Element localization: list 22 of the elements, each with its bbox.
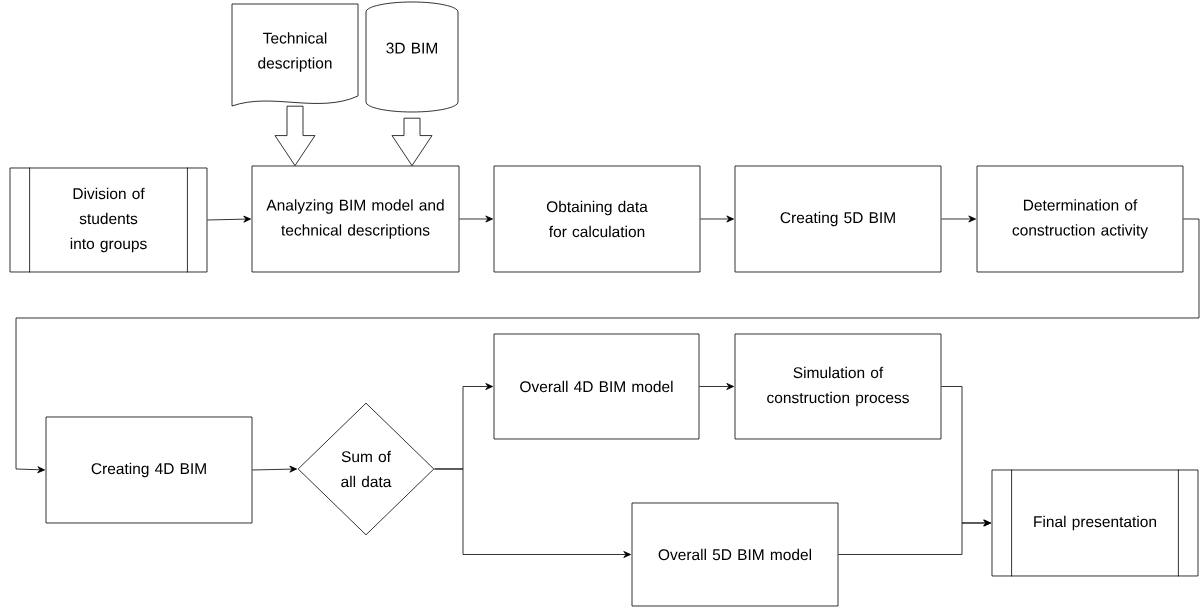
arrow [700, 215, 734, 223]
process-box: Creating 5D BIM [734, 165, 942, 273]
process-box: Overall 4D BIM model [493, 333, 700, 440]
process-box: Analyzing BIM model and technical descriptions [251, 165, 460, 273]
predefined-process-box: Final presentation [991, 469, 1199, 577]
arrow [434, 468, 631, 558]
arrow [838, 519, 991, 555]
process-box: Creating 4D BIM [45, 416, 253, 524]
arrow [15, 218, 1200, 474]
process-box: Determination of construction activity [976, 165, 1184, 273]
predefined-process-box: Division of students into groups [9, 167, 208, 273]
block-arrow [274, 105, 316, 166]
arrow [459, 215, 493, 223]
database-cylinder: 3D BIM [365, 1, 459, 113]
process-box: Simulation of construction process [734, 333, 942, 440]
arrow [207, 215, 252, 223]
process-box: Obtaining data for calculation [493, 165, 701, 273]
arrow [941, 215, 976, 223]
arrow [699, 383, 734, 390]
arrow [252, 465, 298, 473]
block-arrow [391, 117, 433, 166]
process-box: Overall 5D BIM model [631, 502, 839, 607]
